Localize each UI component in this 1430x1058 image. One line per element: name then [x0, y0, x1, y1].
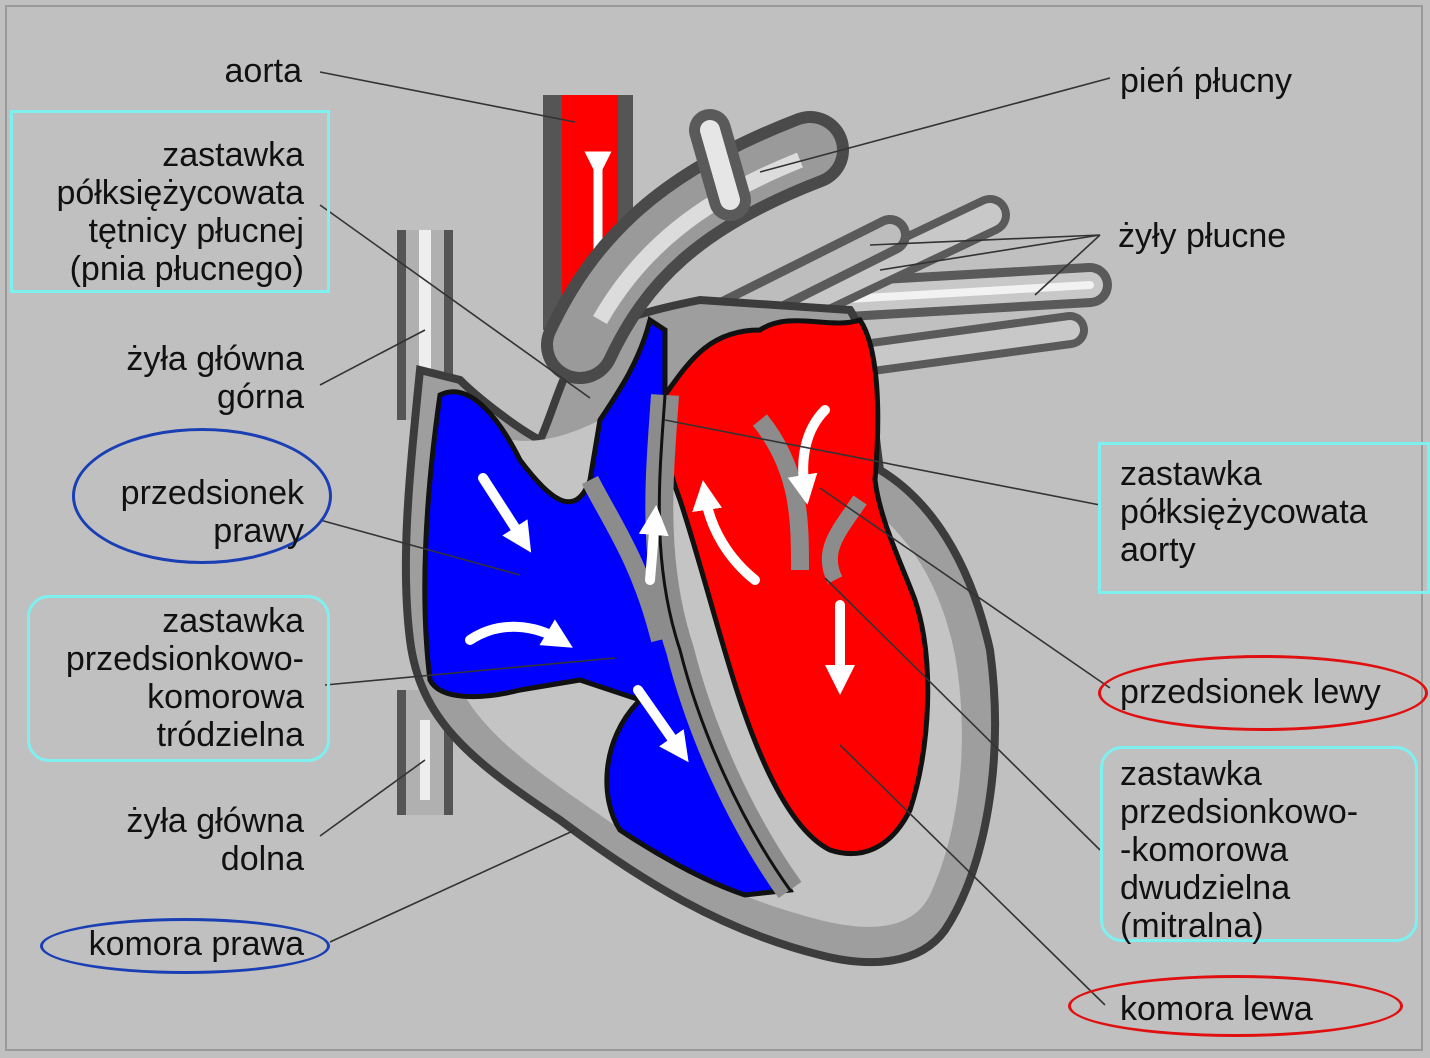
label-semilunar-valve-aortic: zastawka półksiężycowata aorty [1120, 455, 1420, 569]
label-mitral-valve: zastawka przedsionkowo- -komorowa dwudzi… [1120, 755, 1410, 945]
label-left-atrium: przedsionek lewy [1120, 673, 1420, 711]
label-semilunar-valve-pulmonary: zastawka półksiężycowata tętnicy płucnej… [14, 136, 304, 288]
label-left-ventricle: komora lewa [1120, 990, 1380, 1028]
label-superior-vena-cava: żyła główna górna [60, 340, 304, 416]
label-inferior-vena-cava: żyła główna dolna [60, 802, 304, 878]
label-pulmonary-veins: żyły płucne [1118, 217, 1378, 255]
label-right-atrium: przedsionek prawy [80, 474, 304, 550]
label-aorta: aorta [100, 52, 302, 90]
label-tricuspid-valve: zastawka przedsionkowo- komorowa tródzie… [30, 602, 304, 754]
label-right-ventricle: komora prawa [50, 925, 304, 963]
label-pulmonary-trunk: pień płucny [1120, 62, 1380, 100]
